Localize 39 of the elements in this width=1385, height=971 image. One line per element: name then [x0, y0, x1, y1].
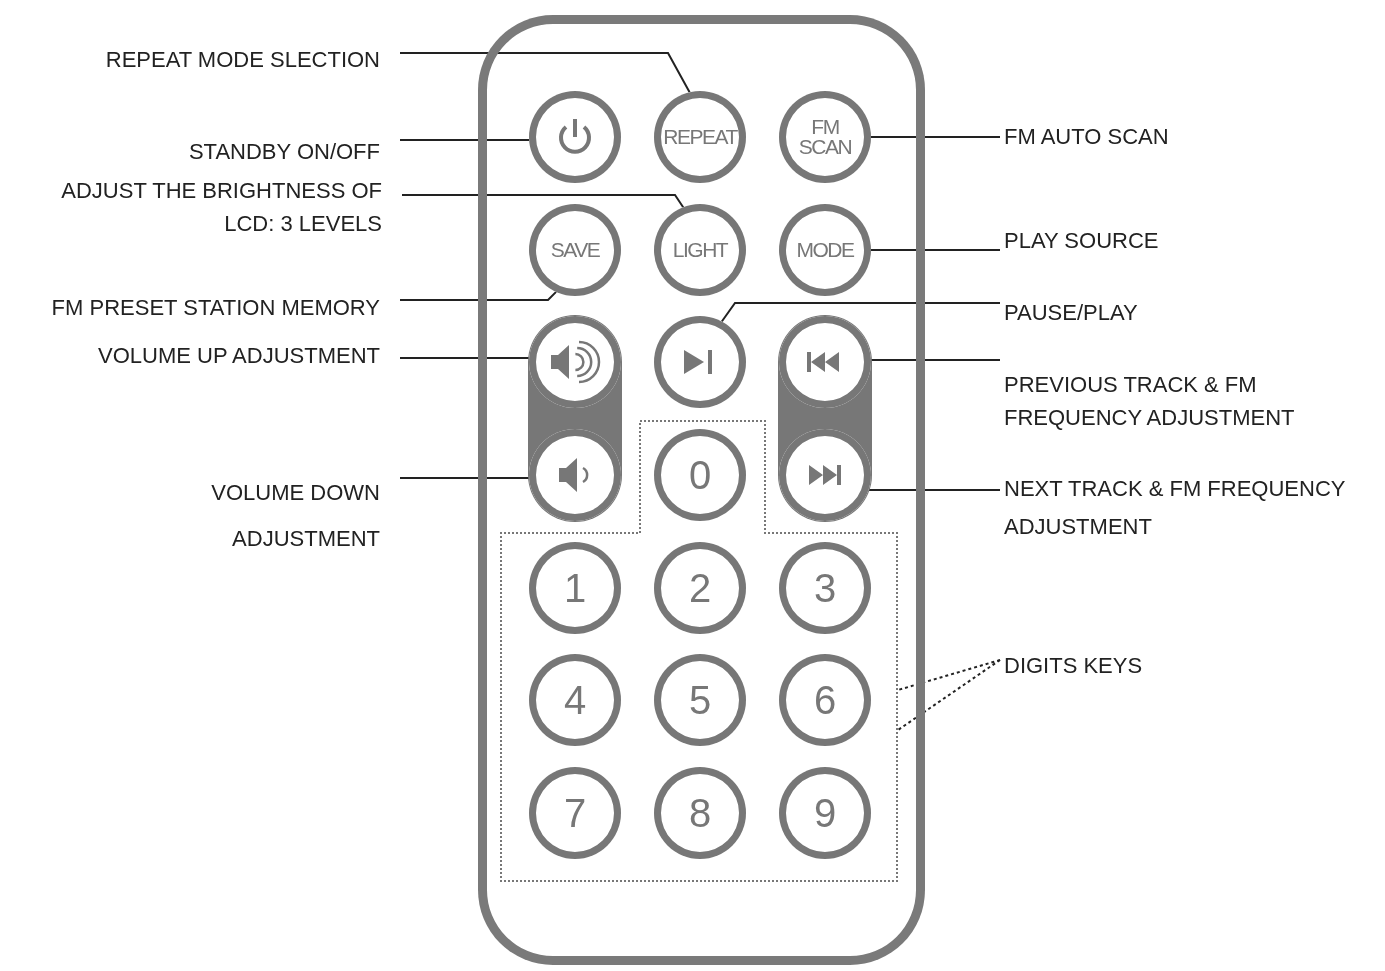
callout-label: REPEAT MODE SLECTION	[20, 43, 400, 77]
callout-label: VOLUME DOWN ADJUSTMENT	[170, 470, 400, 564]
callout-label: PAUSE/PLAY	[1000, 296, 1260, 330]
leader-line	[401, 194, 685, 209]
round-key: 6	[779, 654, 871, 746]
round-key: 2	[654, 542, 746, 634]
round-key: 8	[654, 767, 746, 859]
leader-line	[870, 249, 1001, 251]
callout-label: PLAY SOURCE	[1000, 224, 1260, 258]
round-key: 3	[779, 542, 871, 634]
leader-line	[399, 290, 558, 301]
callout-label: ADJUST THE BRIGHTNESS OF LCD: 3 LEVELS	[30, 174, 402, 242]
leader-line	[399, 52, 691, 94]
round-key: 0	[654, 429, 746, 521]
round-key: 1	[529, 542, 621, 634]
round-key: LIGHT	[654, 204, 746, 296]
callout-label: VOLUME UP ADJUSTMENT	[30, 339, 400, 373]
leader-line	[399, 139, 531, 141]
callout-label: STANDBY ON/OFF	[60, 135, 400, 169]
round-key: REPEAT	[654, 91, 746, 183]
callout-label: NEXT TRACK & FM FREQUENCY ADJUSTMENT	[1000, 470, 1385, 548]
round-key: 4	[529, 654, 621, 746]
round-key: 5	[654, 654, 746, 746]
leader-line	[867, 489, 1001, 491]
round-key: FM SCAN	[779, 91, 871, 183]
callout-label: FM AUTO SCAN	[1000, 120, 1260, 154]
round-key: 7	[529, 767, 621, 859]
leader-line	[870, 136, 1001, 138]
remote-control-body	[478, 15, 925, 965]
leader-line	[897, 659, 1001, 691]
callout-label: DIGITS KEYS	[1000, 649, 1200, 683]
round-key: 9	[779, 767, 871, 859]
digit-keys-outline	[500, 420, 898, 882]
round-key: MODE	[779, 204, 871, 296]
callout-label: PREVIOUS TRACK & FM FREQUENCY ADJUSTMENT	[1000, 348, 1380, 438]
round-key: SAVE	[529, 204, 621, 296]
leader-line	[720, 302, 1001, 323]
leader-line	[897, 659, 1001, 731]
callout-label: FM PRESET STATION MEMORY	[0, 291, 400, 325]
